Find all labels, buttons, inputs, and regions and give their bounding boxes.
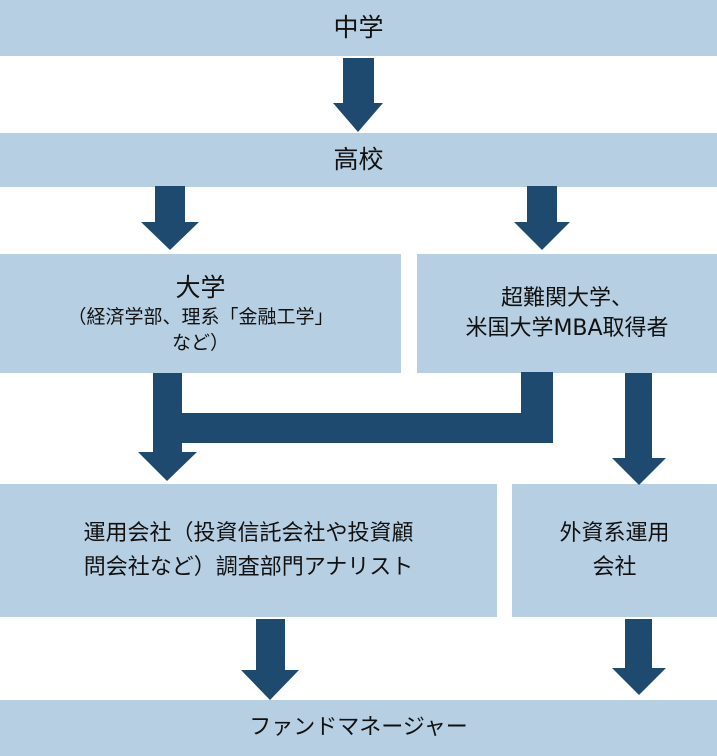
node-label: 中学 — [333, 13, 384, 42]
node-foreign-asset-management: 外資系運用 会社 — [512, 484, 717, 617]
node-subtitle: など） — [171, 331, 229, 354]
node-label: ファンドマネージャー — [249, 715, 468, 740]
arrow-down-icon — [141, 186, 199, 250]
node-title: 大学 — [175, 272, 226, 302]
node-fund-manager: ファンドマネージャー — [0, 700, 717, 756]
node-asset-management: 運用会社（投資信託会社や投資顧 問会社など）調査部門アナリスト — [0, 484, 497, 617]
node-label: 高校 — [333, 145, 384, 174]
node-label: 運用会社（投資信託会社や投資顧 — [83, 520, 414, 546]
arrow-down-icon — [612, 619, 666, 695]
node-university: 大学 （経済学部、理系「金融工学」 など） — [0, 254, 401, 373]
arrow-down-icon — [514, 186, 570, 250]
node-label: 問会社など）調査部門アナリスト — [83, 554, 414, 580]
node-high-school: 高校 — [0, 133, 717, 187]
node-elite-university: 超難関大学、 米国大学MBA取得者 — [417, 254, 717, 373]
arrow-down-icon — [612, 373, 666, 485]
connector-vertical — [521, 372, 553, 416]
node-junior-high: 中学 — [0, 0, 717, 56]
node-label: 米国大学MBA取得者 — [465, 315, 669, 341]
node-label: 会社 — [592, 554, 637, 580]
arrow-down-icon — [241, 619, 299, 700]
arrow-down-icon — [333, 58, 383, 132]
connector-bar — [165, 413, 553, 443]
node-subtitle: （経済学部、理系「金融工学」 — [67, 305, 334, 328]
node-label: 超難関大学、 — [500, 285, 633, 311]
node-label: 外資系運用 — [559, 520, 670, 546]
